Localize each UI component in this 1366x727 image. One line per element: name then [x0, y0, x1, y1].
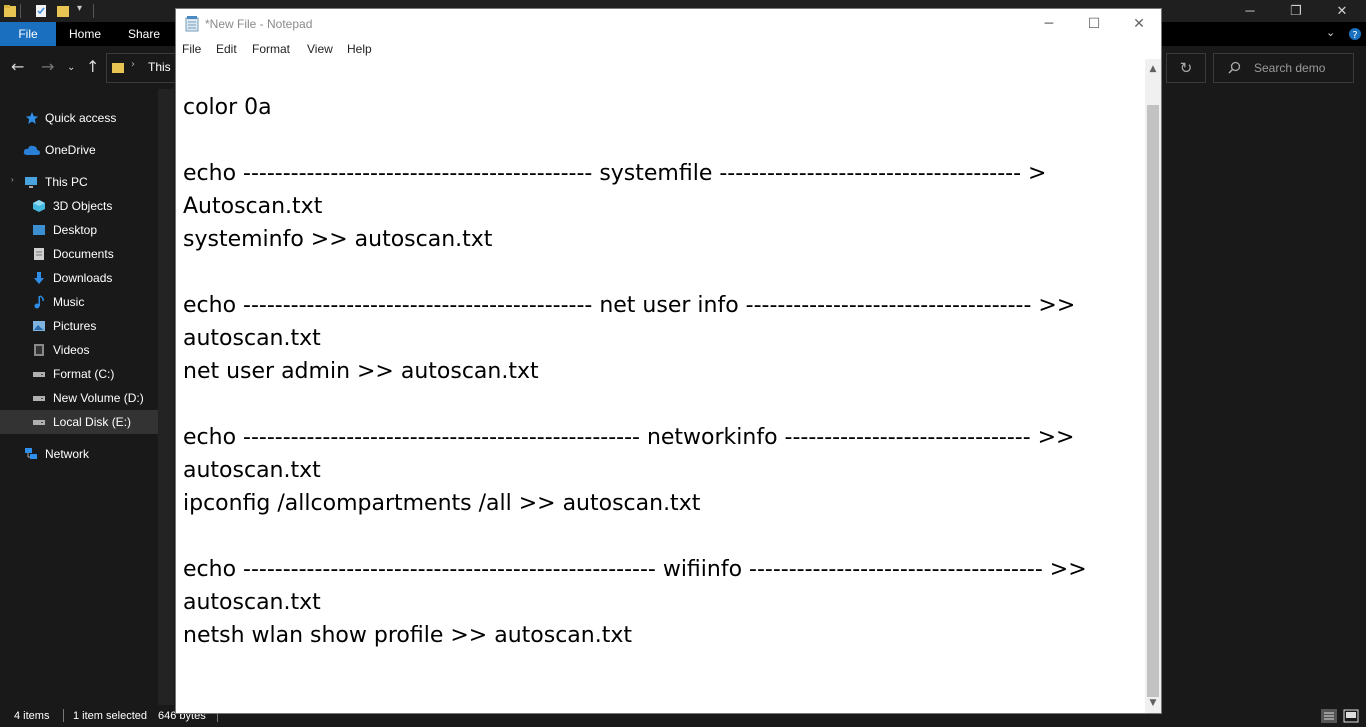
text-line: systeminfo >> autoscan.txt: [183, 227, 493, 252]
navigation-pane: Quick access OneDrive › This PC 3D Objec…: [0, 89, 158, 705]
forward-arrow-icon[interactable]: →: [41, 57, 55, 76]
notepad-menu-bar: File Edit Format View Help: [176, 39, 1161, 59]
breadcrumb-chevron-icon: ›: [131, 59, 135, 70]
nav-item-network[interactable]: Network: [0, 442, 158, 466]
text-line: Autoscan.txt: [183, 194, 323, 219]
menu-view[interactable]: View: [307, 42, 333, 56]
nav-item-local-disk-e[interactable]: Local Disk (E:): [0, 410, 158, 434]
notepad-text-area[interactable]: color 0a echo --------------------------…: [176, 59, 1145, 713]
address-text: This: [148, 60, 171, 74]
nav-item-new-volume-d[interactable]: New Volume (D:): [0, 386, 158, 410]
explorer-restore-button[interactable]: ❐: [1290, 3, 1302, 18]
notepad-window: *New File - Notepad ─ ☐ ✕ File Edit Form…: [175, 8, 1162, 714]
download-arrow-icon: [34, 272, 44, 284]
ribbon-tab-share[interactable]: Share: [127, 27, 161, 41]
nav-item-music[interactable]: Music: [0, 290, 158, 314]
menu-file[interactable]: File: [182, 42, 202, 56]
nav-item-quick-access[interactable]: Quick access: [0, 106, 158, 130]
address-bar[interactable]: ›: [106, 53, 178, 83]
menu-format[interactable]: Format: [252, 42, 291, 56]
large-icons-view-icon[interactable]: [1343, 709, 1359, 723]
menu-edit[interactable]: Edit: [216, 42, 237, 56]
desktop-icon: [33, 225, 45, 235]
drive-icon: [33, 396, 45, 401]
nav-item-3d-objects[interactable]: 3D Objects: [0, 194, 158, 218]
divider: [63, 709, 64, 722]
nav-item-format-c[interactable]: Format (C:): [0, 362, 158, 386]
notepad-icon: [185, 16, 199, 32]
music-note-icon: [34, 295, 44, 309]
text-line: ipconfig /allcompartments /all >> autosc…: [183, 491, 701, 516]
text-line: echo -----------------------------------…: [183, 425, 1075, 450]
svg-text:?: ?: [1352, 30, 1357, 41]
scroll-down-arrow-icon[interactable]: ▼: [1149, 698, 1157, 708]
text-line: net user admin >> autoscan.txt: [183, 359, 539, 384]
nav-item-this-pc[interactable]: › This PC: [11, 175, 88, 189]
cloud-icon: [23, 145, 40, 155]
text-line: echo -----------------------------------…: [183, 293, 1076, 318]
folder-icon[interactable]: [3, 3, 17, 19]
search-placeholder: Search demo: [1254, 61, 1326, 75]
drive-icon: [33, 420, 45, 425]
notepad-title: *New File - Notepad: [205, 17, 313, 31]
nav-item-desktop[interactable]: Desktop: [0, 218, 158, 242]
recent-locations-chevron-icon[interactable]: ⌄: [67, 62, 76, 73]
cube-icon: [33, 200, 45, 212]
ribbon-tab-home[interactable]: Home: [68, 27, 101, 41]
notepad-minimize-button[interactable]: ─: [1044, 16, 1054, 32]
text-line: autoscan.txt: [183, 590, 321, 615]
notepad-title-bar: *New File - Notepad ─ ☐ ✕: [176, 9, 1161, 39]
text-line: echo -----------------------------------…: [183, 557, 1087, 582]
text-line: autoscan.txt: [183, 326, 321, 351]
status-selected: 1 item selected: [73, 710, 147, 722]
notepad-vertical-scrollbar[interactable]: ▲ ▼: [1145, 59, 1161, 713]
picture-icon: [33, 321, 45, 331]
nav-item-onedrive[interactable]: OneDrive: [0, 138, 158, 162]
customize-quick-access-icon[interactable]: ▾: [77, 3, 83, 14]
monitor-icon: [25, 177, 37, 188]
divider: [20, 4, 21, 18]
search-icon: [1228, 61, 1241, 74]
folder-icon: [112, 63, 124, 73]
notepad-maximize-button[interactable]: ☐: [1087, 16, 1101, 32]
nav-item-documents[interactable]: Documents: [0, 242, 158, 266]
ribbon-tab-file[interactable]: File: [0, 22, 56, 46]
text-line: echo -----------------------------------…: [183, 161, 1047, 186]
text-line: autoscan.txt: [183, 458, 321, 483]
network-icon: [25, 448, 37, 459]
scroll-thumb[interactable]: [1147, 105, 1159, 697]
refresh-icon: ↻: [1179, 59, 1193, 77]
help-icon[interactable]: ?: [1348, 27, 1362, 41]
search-input[interactable]: Search demo: [1213, 53, 1354, 83]
text-line: color 0a: [183, 95, 272, 120]
navigation-pane-scrollbar[interactable]: [158, 89, 174, 705]
divider: [93, 4, 94, 18]
film-icon: [34, 344, 44, 356]
nav-item-downloads[interactable]: Downloads: [0, 266, 158, 290]
details-view-icon[interactable]: [1321, 709, 1337, 723]
drive-icon: [33, 372, 45, 377]
properties-icon[interactable]: [34, 3, 48, 19]
notepad-close-button[interactable]: ✕: [1133, 16, 1145, 32]
expand-ribbon-icon[interactable]: ⌄: [1326, 26, 1336, 39]
menu-help[interactable]: Help: [347, 42, 372, 56]
new-folder-icon[interactable]: [56, 3, 70, 19]
expand-chevron-icon[interactable]: ›: [11, 175, 14, 184]
nav-item-videos[interactable]: Videos: [0, 338, 158, 362]
star-icon: [26, 112, 38, 124]
text-line: netsh wlan show profile >> autoscan.txt: [183, 623, 632, 648]
explorer-close-button[interactable]: ✕: [1336, 3, 1348, 18]
document-icon: [34, 248, 44, 260]
explorer-minimize-button[interactable]: ─: [1245, 3, 1255, 18]
back-arrow-icon[interactable]: ←: [11, 57, 25, 76]
nav-item-pictures[interactable]: Pictures: [0, 314, 158, 338]
up-arrow-icon[interactable]: ↑: [86, 57, 100, 76]
divider: [217, 709, 218, 722]
refresh-button[interactable]: ↻: [1166, 53, 1206, 83]
status-item-count: 4 items: [14, 710, 50, 722]
scroll-up-arrow-icon[interactable]: ▲: [1149, 64, 1157, 74]
